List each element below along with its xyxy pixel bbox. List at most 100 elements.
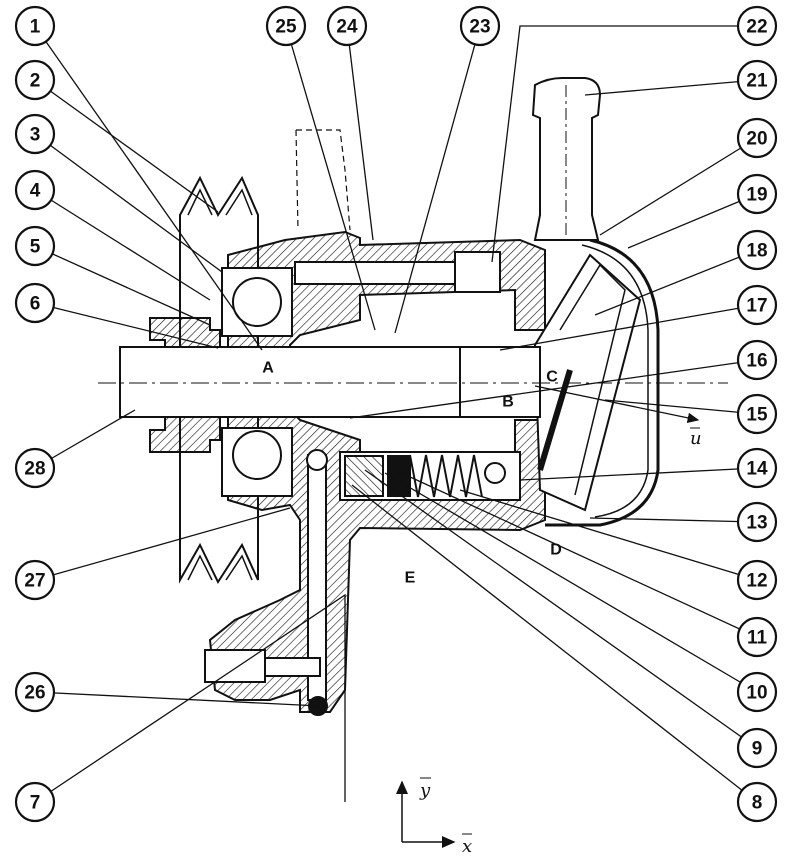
callout-leader-15 (604, 399, 758, 415)
bearing-ball-top (232, 277, 282, 327)
axes-indicator (396, 780, 456, 848)
callout-24: 24 (326, 5, 368, 47)
callout-circle-22 (736, 5, 778, 47)
callout-19: 19 (736, 173, 778, 215)
callout-circle-21 (736, 59, 778, 101)
callout-number-14: 14 (746, 459, 768, 480)
callout-leader-6 (34, 302, 219, 349)
callout-number-15: 15 (746, 405, 768, 426)
callout-number-1: 1 (30, 17, 41, 38)
callout-number-27: 27 (24, 571, 45, 592)
callout-number-9: 9 (752, 739, 763, 760)
bearing-ball-bottom (232, 430, 282, 480)
callout-circle-28 (14, 447, 56, 489)
callout-circle-20 (736, 117, 778, 159)
callout-25: 25 (265, 5, 307, 47)
callout-circle-12 (736, 559, 778, 601)
callout-number-20: 20 (746, 129, 767, 150)
callout-17: 17 (736, 284, 778, 326)
callout-circle-4 (14, 169, 56, 211)
callout-leader-1 (34, 25, 263, 351)
callout-15: 15 (736, 393, 778, 435)
callout-23: 23 (459, 5, 501, 47)
callout-circle-26 (14, 671, 56, 713)
vector-u-label: u (690, 428, 702, 449)
point-D-label: D (550, 542, 562, 559)
vector-u-arrow (534, 385, 700, 423)
callout-number-11: 11 (747, 628, 768, 649)
callout-circle-1 (14, 5, 56, 47)
callout-8: 8 (736, 781, 778, 823)
callout-leader-18 (594, 249, 758, 316)
callout-leader-21 (584, 79, 758, 96)
callout-18: 18 (736, 229, 778, 271)
callout-11: 11 (736, 616, 778, 658)
callout-circle-18 (736, 229, 778, 271)
callout-leader-27 (34, 507, 291, 581)
callout-20: 20 (736, 117, 778, 159)
return-spring (409, 454, 483, 498)
callout-number-23: 23 (469, 17, 490, 38)
callout-number-19: 19 (746, 185, 767, 206)
callout-5: 5 (14, 225, 56, 267)
callout-leader-4 (34, 189, 211, 301)
callout-number-7: 7 (30, 793, 41, 814)
callout-number-21: 21 (746, 71, 768, 92)
callout-circle-3 (14, 113, 56, 155)
callout-leader-17 (499, 304, 758, 351)
callout-28: 28 (14, 447, 56, 489)
callout-leader-10 (384, 472, 758, 693)
callout-number-17: 17 (746, 296, 767, 317)
callout-7: 7 (14, 781, 56, 823)
callout-circle-14 (736, 447, 778, 489)
upper-bolt (294, 261, 456, 285)
cover (545, 238, 660, 527)
callout-number-12: 12 (746, 571, 767, 592)
callout-circle-24 (326, 5, 368, 47)
callout-circle-7 (14, 781, 56, 823)
callout-circle-9 (736, 727, 778, 769)
y-axis-label: y (419, 780, 431, 801)
callout-4: 4 (14, 169, 56, 211)
point-E-label: E (405, 570, 416, 587)
callout-number-13: 13 (746, 513, 767, 534)
callout-leader-20 (599, 137, 758, 236)
callout-leader-9 (364, 469, 758, 749)
callout-leader-7 (34, 593, 346, 803)
callout-number-28: 28 (24, 459, 45, 480)
callout-number-25: 25 (275, 17, 297, 38)
point-A-label: A (262, 360, 274, 377)
callout-number-16: 16 (746, 351, 767, 372)
callout-3: 3 (14, 113, 56, 155)
callout-leader-22 (491, 25, 757, 263)
callout-circle-19 (736, 173, 778, 215)
callout-circle-11 (736, 616, 778, 658)
callout-leader-26 (34, 691, 321, 707)
callout-number-10: 10 (746, 683, 767, 704)
callout-21: 21 (736, 59, 778, 101)
callout-number-24: 24 (336, 17, 358, 38)
callout-2: 2 (14, 59, 56, 101)
callout-26: 26 (14, 671, 56, 713)
callout-27: 27 (14, 559, 56, 601)
callout-1: 1 (14, 5, 56, 47)
callout-number-18: 18 (746, 241, 767, 262)
callout-14: 14 (736, 447, 778, 489)
callout-circle-17 (736, 284, 778, 326)
callout-circle-2 (14, 59, 56, 101)
callout-number-2: 2 (30, 71, 41, 92)
callout-number-5: 5 (30, 237, 41, 258)
callout-leader-19 (627, 193, 758, 249)
callout-circle-23 (459, 5, 501, 47)
callout-leader-3 (34, 133, 223, 273)
callout-leader-8 (351, 484, 758, 803)
callout-22: 22 (736, 5, 778, 47)
callout-circle-8 (736, 781, 778, 823)
callout-circle-10 (736, 671, 778, 713)
callout-leader-16 (349, 359, 758, 419)
callout-number-4: 4 (30, 181, 41, 202)
callout-circle-27 (14, 559, 56, 601)
callout-circle-5 (14, 225, 56, 267)
